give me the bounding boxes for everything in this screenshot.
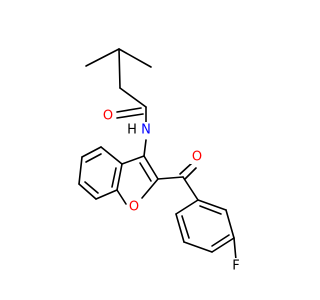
bond-n-c3 (143, 139, 147, 157)
bond-c3a-c7a (116, 163, 123, 191)
bond-aryl-f (233, 237, 237, 261)
bond-aryl-6-inner (199, 205, 222, 215)
bond-c5-c6 (78, 156, 83, 185)
bond-c3-c2-inner (139, 162, 152, 182)
bond-c4-c5-inner (85, 153, 102, 163)
bond-c3-c3a (121, 155, 145, 165)
bond-aryl-2-inner (181, 215, 190, 239)
amide-group (116, 106, 147, 157)
bond-c2-ketone (157, 176, 184, 180)
bond-ketone-aryl (182, 176, 199, 201)
bond-methyl-left (85, 48, 120, 67)
bond-aryl-5 (225, 209, 235, 239)
molecule-diagram: O N H O O F (78, 48, 243, 274)
bond-c3a-c7a-inner (111, 167, 117, 188)
hydrogen-label: H (127, 123, 137, 138)
furan-oxygen-label: O (129, 200, 139, 215)
ketone-oxygen-label: O (192, 150, 202, 165)
bond-o-c7a (116, 189, 127, 205)
bond-c3a-c4 (100, 146, 123, 165)
bond-aryl-4-inner (211, 234, 230, 247)
bond-aryl-6 (197, 199, 227, 211)
atom-labels: O N H O O F (101, 108, 243, 274)
bond-carbonyl-o-2 (116, 113, 144, 119)
bond-c4-c5 (81, 146, 102, 158)
bond-aryl-1 (175, 199, 199, 215)
bond-c6-c7 (78, 183, 97, 200)
bond-aryl-3 (183, 241, 213, 253)
bond-ch-ch2 (118, 48, 121, 89)
bond-c6-c7-inner (84, 181, 99, 194)
bond-ketone-o-1 (179, 162, 193, 175)
bond-aryl-2 (175, 213, 185, 243)
ketone-group (157, 162, 199, 201)
fluorine-label: F (232, 259, 239, 274)
bond-c3-c2 (143, 155, 159, 180)
bond-ketone-o-2 (184, 167, 197, 180)
bond-aryl-4 (211, 237, 235, 253)
bond-ch2-carbonyl (119, 87, 147, 108)
nitrogen-label: N (141, 123, 151, 138)
bond-carbonyl-o-1 (116, 107, 142, 113)
isobutyl-chain (85, 48, 152, 108)
amide-oxygen-label: O (103, 109, 113, 124)
bond-c7-c7a (95, 189, 118, 200)
benzofuran-core (78, 146, 159, 205)
bond-c2-o (141, 178, 159, 199)
bond-methyl-right (118, 48, 152, 68)
fluorophenyl-ring (175, 199, 237, 261)
